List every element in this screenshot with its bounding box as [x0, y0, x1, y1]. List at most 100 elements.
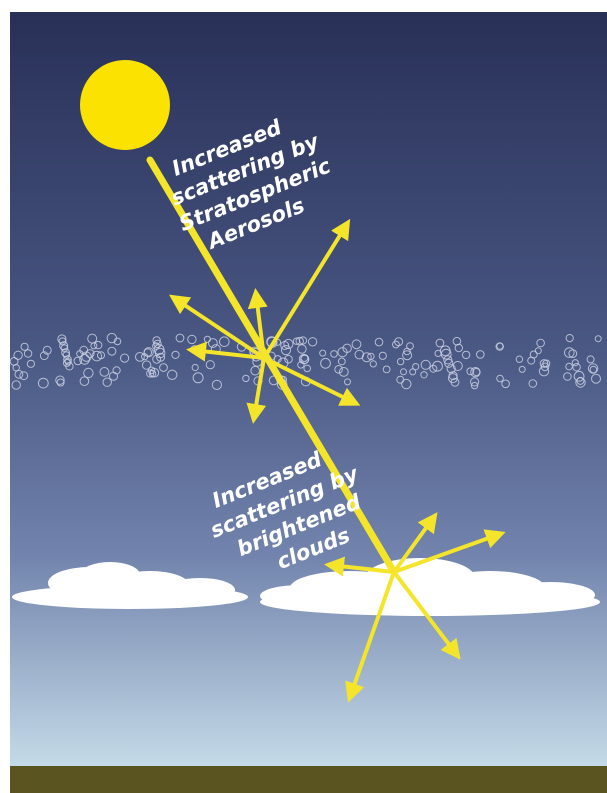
aerosol-particle: [60, 344, 69, 352]
sun: [80, 60, 170, 150]
aerosol-particle: [573, 370, 585, 382]
aerosol-particle: [219, 336, 230, 348]
aerosol-particle: [354, 349, 365, 360]
aerosol-particle: [19, 371, 29, 381]
aerosol-particle: [146, 369, 155, 378]
aerosol-particle: [337, 347, 348, 358]
aerosol-particle: [320, 357, 331, 369]
aerosol-particle: [452, 361, 463, 371]
aerosol-particle: [420, 371, 428, 379]
aerosol-particle: [528, 379, 538, 388]
aerosol-particle: [334, 365, 343, 374]
aerosol-particle: [564, 347, 575, 358]
aerosol-particle: [470, 367, 481, 378]
aerosol-particle: [338, 367, 349, 377]
aerosol-particle: [435, 338, 445, 348]
aerosol-particle: [396, 357, 405, 366]
aerosol-particle: [382, 365, 391, 374]
aerosol-particle: [374, 337, 384, 347]
aerosol-particle: [154, 347, 166, 359]
aerosol-particle: [496, 374, 504, 383]
aerosol-particle: [470, 381, 479, 390]
aerosol-particle: [85, 349, 95, 359]
aerosol-particle: [56, 378, 65, 387]
aerosol-particle: [280, 345, 292, 356]
aerosol-particle: [529, 350, 538, 359]
aerosol-particle: [536, 338, 545, 348]
aerosol-particle: [149, 367, 160, 378]
aerosol-particle: [466, 367, 475, 376]
aerosol-particle: [58, 337, 67, 346]
aerosol-particle: [59, 341, 69, 351]
aerosol-particle: [518, 365, 526, 373]
aerosol-particle: [303, 364, 312, 373]
aerosol-particle: [37, 377, 49, 389]
aerosol-particle: [191, 363, 199, 372]
aerosol-particle: [297, 344, 307, 354]
aerosol-particle: [540, 362, 550, 372]
aerosol-particle: [175, 333, 185, 343]
aerosol-particle: [159, 363, 168, 372]
aerosol-particle: [94, 340, 103, 350]
aerosol-particle: [361, 352, 372, 363]
aerosol-particle: [572, 363, 581, 372]
aerosol-particle: [192, 372, 204, 384]
aerosol-particle: [102, 377, 112, 387]
aerosol-particle: [367, 352, 375, 361]
incoming-sun-ray: [146, 156, 398, 576]
aerosol-particle: [447, 373, 458, 384]
aerosol-particle: [292, 337, 301, 345]
aerosol-particle: [392, 340, 400, 349]
aerosol-particle: [87, 333, 98, 344]
aerosol-particle: [97, 351, 105, 360]
cloud-scatter-arrows: [324, 512, 506, 703]
aerosol-particle: [141, 360, 152, 370]
aerosol-particle: [432, 360, 443, 372]
cloud-left: [12, 562, 248, 609]
aerosol-particle: [589, 365, 598, 374]
aerosol-particle: [11, 380, 21, 390]
aerosol-scatter-arrows: [169, 218, 361, 424]
aerosol-particle: [205, 360, 215, 370]
aerosol-particle: [83, 367, 94, 379]
aerosol-particle: [300, 354, 310, 364]
aerosol-particle: [62, 351, 71, 359]
aerosol-particle: [565, 362, 573, 371]
aerosol-particle: [152, 342, 160, 350]
aerosol-particle: [211, 379, 222, 390]
aerosol-particle: [135, 352, 145, 362]
aerosol-particle: [444, 358, 454, 368]
aerosol-particle: [79, 376, 90, 387]
aerosol-particle: [576, 376, 585, 385]
aerosol-particle: [64, 358, 72, 366]
aerosol-particle: [378, 351, 387, 360]
aerosol-particle: [250, 365, 260, 376]
aerosol-particle: [412, 363, 420, 371]
aerosol-particle: [344, 378, 351, 386]
aerosol-particle: [563, 372, 572, 381]
aerosol-particle: [14, 369, 24, 379]
aerosol-particle: [409, 368, 417, 376]
aerosol-particle: [39, 351, 49, 361]
aerosol-particle: [112, 366, 121, 375]
aerosol-particle: [120, 353, 130, 363]
aerosol-particle: [57, 334, 67, 344]
aerosol-particle: [515, 355, 524, 363]
aerosol-particle: [461, 350, 471, 360]
aerosol-particle: [156, 352, 166, 362]
aerosol-particle: [476, 350, 485, 359]
aerosol-particle: [501, 379, 510, 389]
aerosol-particle: [208, 338, 218, 348]
aerosol-particle: [284, 354, 293, 364]
aerosol-particle: [420, 359, 431, 370]
aerosol-particle: [23, 349, 33, 358]
aerosol-particle: [65, 362, 74, 371]
aerosol-particle: [443, 355, 453, 365]
aerosol-particle: [470, 377, 480, 387]
aerosol-particle: [280, 341, 290, 350]
aerosol-particle: [152, 336, 161, 345]
aerosol-particle: [565, 334, 574, 343]
aerosol-particle: [594, 335, 602, 343]
aerosol-particle: [99, 367, 110, 377]
aerosol-particle: [454, 343, 463, 353]
